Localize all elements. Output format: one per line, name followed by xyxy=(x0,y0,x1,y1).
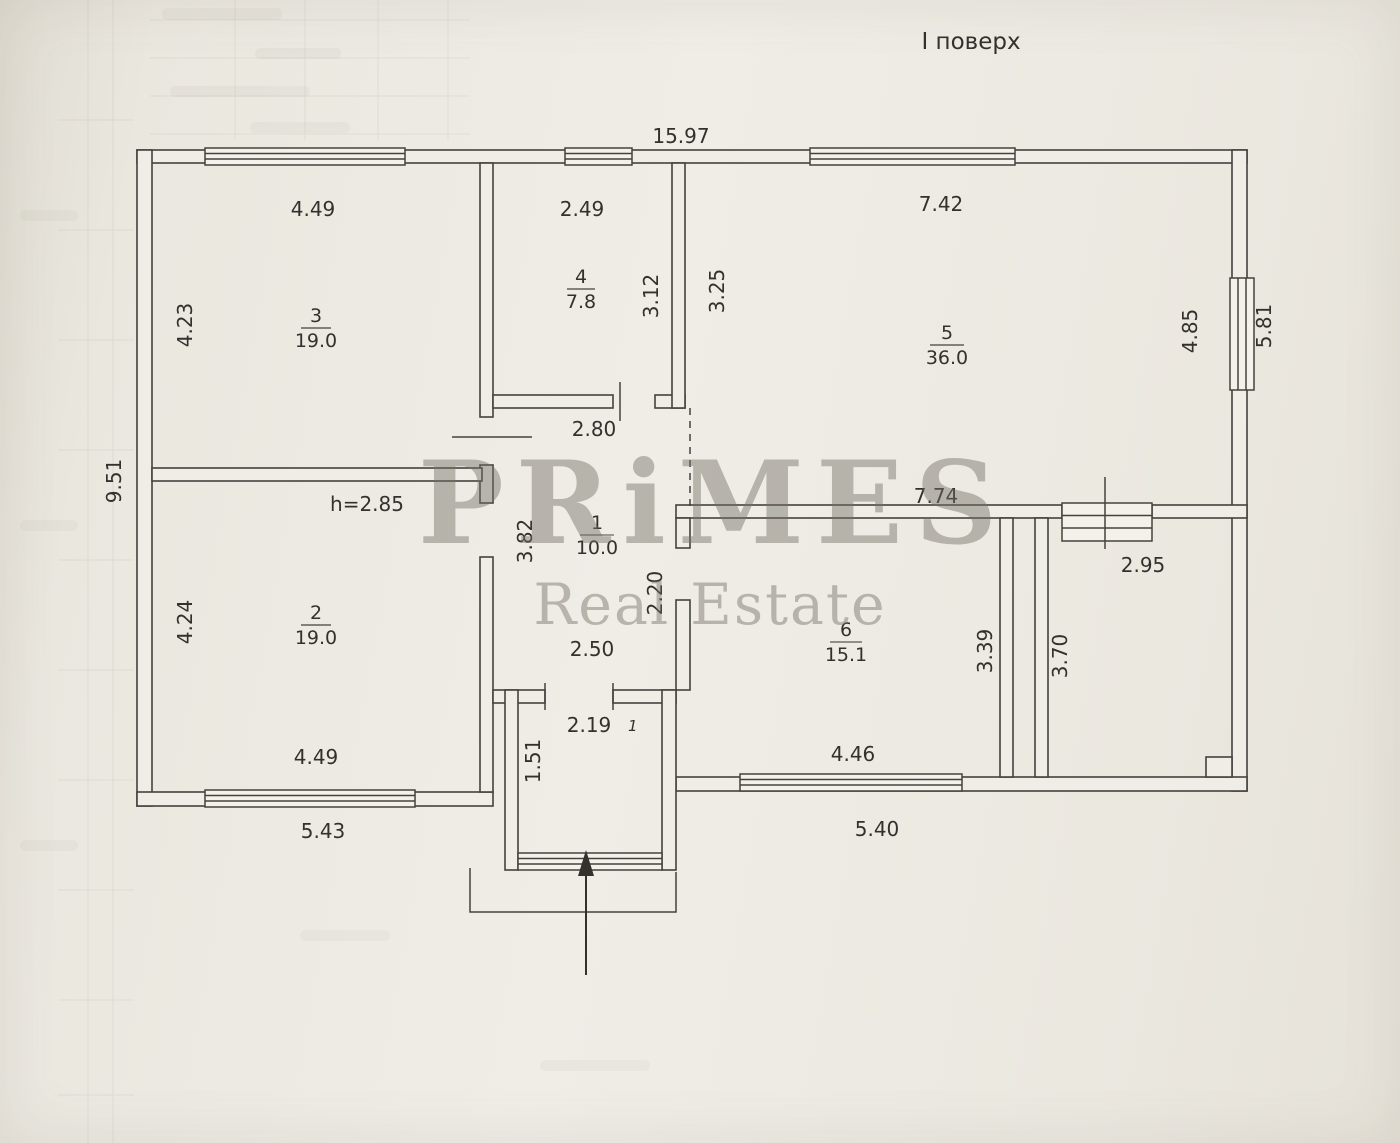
wall-segment-room5-bottom-b xyxy=(1151,504,1248,519)
dimension-labels-horizontal: 15.97 4.49 2.49 7.42 2.80 h=2.85 7.74 2.… xyxy=(291,124,1166,843)
room-label-4: 4 7.8 xyxy=(566,266,596,313)
wall-segment-right xyxy=(1231,149,1248,792)
dim-total-right: 5.81 xyxy=(1252,304,1276,349)
room6-number: 6 xyxy=(840,619,852,641)
wall-segment-left xyxy=(136,149,153,807)
room-label-2: 2 19.0 xyxy=(295,602,337,649)
room-label-6: 6 15.1 xyxy=(825,619,867,666)
room-label-5: 5 36.0 xyxy=(926,322,968,369)
window-room5-right xyxy=(1229,277,1255,391)
dim-hall-top: 2.80 xyxy=(572,417,617,441)
dim-vestibule-left: 1.51 xyxy=(521,739,545,784)
ceiling-height-note: h=2.85 xyxy=(330,492,404,516)
wall-segment-room5-bottom-a xyxy=(675,504,1063,519)
wall-segment-room3-room2 xyxy=(151,467,483,482)
dim-room5-top: 7.42 xyxy=(919,192,964,216)
room3-number: 3 xyxy=(310,305,322,327)
dim-room6-right: 3.39 xyxy=(973,629,997,674)
porch-outline xyxy=(469,868,677,913)
windows xyxy=(204,147,1255,871)
room5-number: 5 xyxy=(941,322,953,344)
wall-segment-room7-left xyxy=(1034,517,1049,778)
dimension-labels-vertical: 4.23 9.51 4.24 3.12 3.25 4.85 5.81 3.82 … xyxy=(102,269,1276,784)
window-room2-bottom xyxy=(204,789,416,808)
window-room4-top xyxy=(564,147,633,166)
wall-segment-core-lower xyxy=(479,556,494,793)
wall-segment-room4-bottom-a xyxy=(492,394,614,409)
dim-vestibule-top: 2.19 xyxy=(567,713,612,737)
wall-segment-room6-left-b xyxy=(675,599,691,691)
dim-total-left: 9.51 xyxy=(102,459,126,504)
dim-room6-top: 7.74 xyxy=(914,484,959,508)
dim-bottom-left: 5.43 xyxy=(301,819,346,843)
window-room5-top xyxy=(809,147,1016,166)
window-room6-bottom xyxy=(739,773,963,792)
dim-room6-bottom: 4.46 xyxy=(831,742,876,766)
wall-segment-core-upper xyxy=(479,162,494,418)
interior-opening-hatch xyxy=(1061,502,1153,542)
entry-mark: 1 xyxy=(628,717,638,735)
entrance-arrow xyxy=(578,850,594,975)
dim-room4-top: 2.49 xyxy=(560,197,605,221)
scan-bleed-artifacts xyxy=(58,0,470,1143)
scan-bleed-text-blobs xyxy=(20,8,650,1071)
dim-room3-top: 4.49 xyxy=(291,197,336,221)
dim-room2-bottom: 4.49 xyxy=(294,745,339,769)
room1-number: 1 xyxy=(591,512,603,534)
room3-area: 19.0 xyxy=(295,330,337,352)
dim-hall-bottom: 2.50 xyxy=(570,637,615,661)
room5-area: 36.0 xyxy=(926,347,968,369)
wall-segment-core-mid xyxy=(479,464,494,504)
chimney-block xyxy=(1205,756,1233,778)
room4-number: 4 xyxy=(575,266,587,288)
room4-area: 7.8 xyxy=(566,291,596,313)
dim-room5-left: 3.25 xyxy=(705,269,729,314)
dim-room7-top: 2.95 xyxy=(1121,553,1166,577)
dim-room5-right: 4.85 xyxy=(1178,309,1202,354)
dim-room7-left: 3.70 xyxy=(1048,634,1072,679)
room2-area: 19.0 xyxy=(295,627,337,649)
room1-area: 10.0 xyxy=(576,537,618,559)
room-label-1: 1 10.0 xyxy=(576,512,618,559)
dim-bottom-right: 5.40 xyxy=(855,817,900,841)
wall-segment-vestibule-right xyxy=(661,689,677,871)
room2-number: 2 xyxy=(310,602,322,624)
window-room3-top xyxy=(204,147,406,166)
dim-room4-right: 3.12 xyxy=(639,274,663,319)
room-labels: 3 19.0 4 7.8 5 36.0 2 19.0 1 10.0 6 15.1 xyxy=(295,266,968,666)
room6-area: 15.1 xyxy=(825,644,867,666)
entrance-door-threshold xyxy=(517,852,663,871)
dim-room2-left: 4.24 xyxy=(173,600,197,645)
wall-segment-vestibule-left xyxy=(504,689,519,871)
dim-hall-left: 3.82 xyxy=(513,519,537,564)
wall-segment-room4-right xyxy=(671,162,686,409)
wall-segment-hall-vestibule-a xyxy=(492,689,546,704)
wall-segment-room6-right xyxy=(999,517,1014,778)
dim-total-top: 15.97 xyxy=(652,124,709,148)
wall-segment-room6-left-a xyxy=(675,517,691,549)
page-title: І поверх xyxy=(921,29,1020,55)
plan-marks xyxy=(452,382,1106,913)
room-label-3: 3 19.0 xyxy=(295,305,337,352)
dim-room3-left: 4.23 xyxy=(173,303,197,348)
dim-hall-right: 2.20 xyxy=(643,571,667,616)
